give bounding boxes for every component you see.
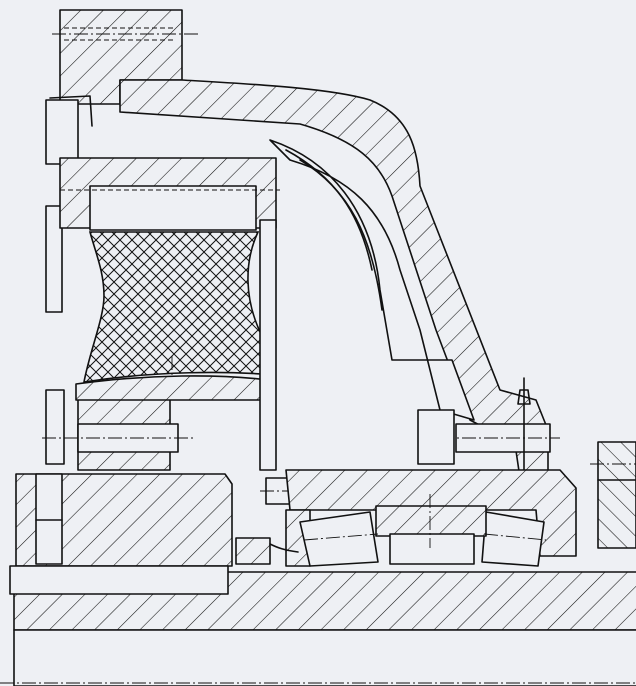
- seal: [235, 537, 299, 565]
- shaft: [0, 571, 636, 686]
- tapered-roller-bearings: [299, 494, 547, 567]
- inner-ring: [75, 219, 277, 471]
- right-flange: [590, 441, 636, 549]
- elastomer-element: [83, 231, 263, 394]
- curved-arm-housing: [119, 79, 549, 481]
- bearing-housing: [285, 409, 577, 567]
- outer-ring: [59, 157, 280, 231]
